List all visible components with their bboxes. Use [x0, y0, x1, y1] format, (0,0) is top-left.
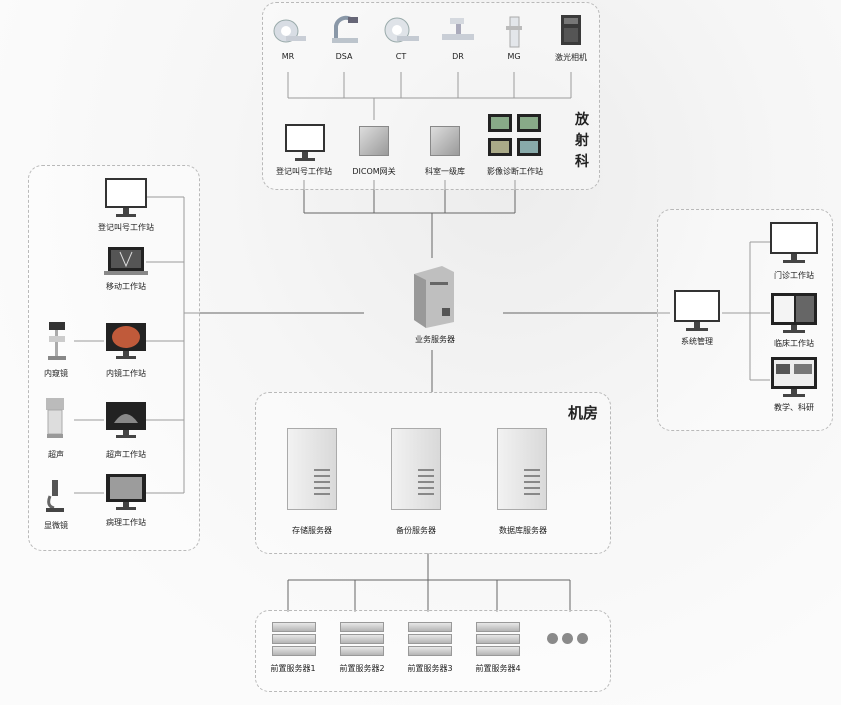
dr-machine-icon — [440, 16, 476, 46]
front-server-1-label: 前置服务器1 — [270, 664, 316, 673]
business-server-icon — [412, 262, 456, 328]
left-label-pathology-ws: 病理工作站 — [106, 518, 146, 527]
front-server-2-label: 前置服务器2 — [339, 664, 385, 673]
mobile-workstation-laptop-icon — [104, 246, 148, 276]
mg-machine-icon — [505, 16, 523, 48]
outpatient-label: 门诊工作站 — [774, 271, 814, 280]
clinical-label: 临床工作站 — [774, 339, 814, 348]
station-label-department-archive: 科室一级库 — [425, 167, 465, 176]
front-server-4-icon — [476, 622, 520, 656]
backup-server-icon — [391, 428, 441, 510]
mr-scanner-icon — [272, 18, 306, 46]
laser-camera-icon — [559, 14, 583, 46]
ultrasound-device-icon — [43, 396, 67, 440]
system-management-monitor-icon — [674, 290, 720, 334]
device-label-microscope: 显微镜 — [44, 521, 68, 530]
backup-server-label: 备份服务器 — [396, 526, 436, 535]
business-server-label: 业务服务器 — [415, 335, 455, 344]
modality-label-dsa: DSA — [335, 52, 353, 61]
device-label-endoscope: 内窥镜 — [44, 369, 68, 378]
more-dot-icon — [547, 633, 558, 644]
dsa-machine-icon — [328, 14, 362, 46]
radiology-title-char-2: 射 — [575, 133, 589, 149]
dicom-gateway-icon — [359, 126, 389, 156]
department-archive-icon — [430, 126, 460, 156]
clinical-monitor-icon — [770, 292, 818, 336]
storage-server-label: 存储服务器 — [292, 526, 332, 535]
microscope-device-icon — [44, 478, 66, 514]
registration-monitor-icon — [285, 124, 325, 164]
system-management-label: 系统管理 — [681, 337, 713, 346]
more-dot-icon — [562, 633, 573, 644]
modality-label-dr: DR — [452, 52, 464, 61]
modality-label-laser-camera: 激光相机 — [555, 53, 587, 62]
device-label-ultrasound: 超声 — [48, 450, 64, 459]
teaching-research-label: 教学、科研 — [774, 403, 814, 412]
pathology-workstation-monitor-icon — [104, 473, 148, 513]
station-label-dicom-gateway: DICOM网关 — [352, 167, 396, 176]
radiology-title-char-1: 放 — [575, 112, 589, 128]
more-dot-icon — [577, 633, 588, 644]
outpatient-monitor-icon — [770, 222, 818, 266]
left-label-mobile: 移动工作站 — [106, 282, 146, 291]
diagnosis-monitors-icon — [487, 112, 543, 162]
registration-workstation-monitor-icon — [105, 178, 147, 220]
modality-label-ct: CT — [395, 52, 407, 61]
machine-room-title: 机房 — [568, 404, 599, 422]
database-server-label: 数据库服务器 — [499, 526, 547, 535]
modality-label-mg: MG — [507, 52, 521, 61]
ct-scanner-icon — [383, 16, 419, 46]
left-label-ultrasound-ws: 超声工作站 — [106, 450, 146, 459]
endoscope-device-icon — [45, 320, 69, 364]
teaching-research-monitor-icon — [770, 356, 818, 400]
station-label-diagnosis: 影像诊断工作站 — [487, 167, 543, 176]
front-server-3-icon — [408, 622, 452, 656]
ultrasound-workstation-monitor-icon — [104, 401, 148, 441]
radiology-title-char-3: 科 — [575, 154, 589, 170]
left-label-endoscope-ws: 内镜工作站 — [106, 369, 146, 378]
storage-server-icon — [287, 428, 337, 510]
front-server-1-icon — [272, 622, 316, 656]
front-server-4-label: 前置服务器4 — [475, 664, 521, 673]
radiology-group — [262, 2, 600, 190]
front-server-3-label: 前置服务器3 — [407, 664, 453, 673]
station-label-registration: 登记叫号工作站 — [276, 167, 332, 176]
endoscope-workstation-monitor-icon — [104, 322, 148, 362]
database-server-icon — [497, 428, 547, 510]
front-server-2-icon — [340, 622, 384, 656]
left-label-registration: 登记叫号工作站 — [98, 223, 154, 232]
modality-label-mr: MR — [281, 52, 295, 61]
